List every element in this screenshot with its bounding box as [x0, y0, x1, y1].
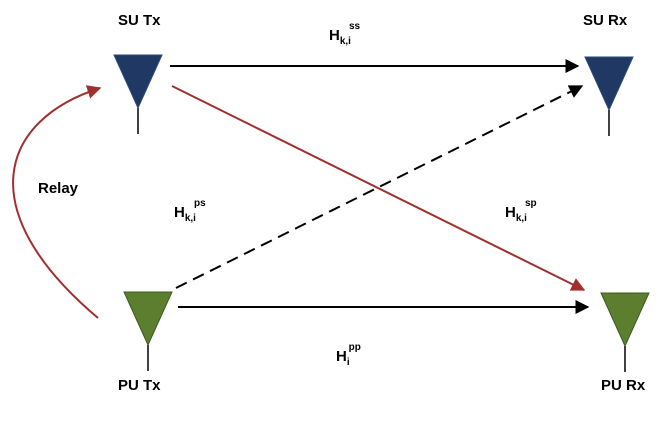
relay-arrow	[12, 85, 102, 319]
channel-label-pp: Hipp	[336, 342, 361, 368]
relay-label: Relay	[38, 180, 79, 197]
su-tx-label: SU Tx	[118, 12, 161, 29]
link-pu-tx-to-su-rx-dashed	[175, 85, 584, 289]
pu-tx-antenna	[123, 291, 173, 371]
su-rx-label: SU Rx	[583, 12, 628, 29]
pu-rx-antenna	[600, 292, 650, 372]
channel-label-ss: Hk,iss	[329, 21, 361, 47]
su-tx-antenna	[113, 54, 163, 134]
pu-tx-label: PU Tx	[118, 377, 161, 394]
su-rx-antenna	[584, 56, 634, 136]
channel-label-sp: Hk,isp	[505, 198, 537, 224]
pu-rx-label: PU Rx	[601, 377, 646, 394]
link-su-tx-to-pu-rx	[171, 85, 586, 291]
channel-label-ps: Hk,ips	[174, 198, 206, 224]
